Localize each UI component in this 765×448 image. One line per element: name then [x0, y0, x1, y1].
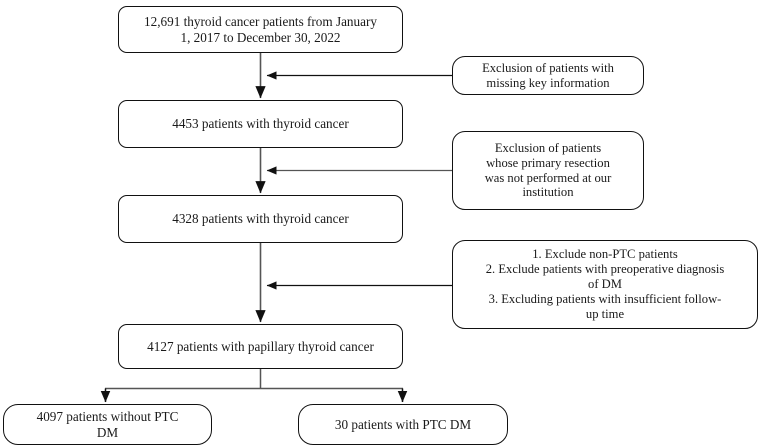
- node-group-without-ptc-dm-label: 4097 patients without PTC DM: [36, 408, 179, 440]
- node-cohort-initial-label: 12,691 thyroid cancer patients from Janu…: [144, 13, 377, 45]
- node-group-without-ptc-dm[interactable]: 4097 patients without PTC DM: [3, 404, 212, 445]
- node-group-with-ptc-dm-label: 30 patients with PTC DM: [334, 416, 472, 432]
- node-exclusion-criteria-list[interactable]: 1. Exclude non-PTC patients 2. Exclude p…: [452, 240, 758, 329]
- node-cohort-ptc[interactable]: 4127 patients with papillary thyroid can…: [118, 324, 403, 369]
- node-cohort-initial[interactable]: 12,691 thyroid cancer patients from Janu…: [118, 6, 403, 53]
- node-exclusion-missing-info[interactable]: Exclusion of patients with missing key i…: [452, 56, 644, 95]
- node-exclusion-criteria-list-label: 1. Exclude non-PTC patients 2. Exclude p…: [485, 247, 725, 321]
- node-cohort-after-missing-info-label: 4453 patients with thyroid cancer: [172, 116, 349, 132]
- node-cohort-ptc-label: 4127 patients with papillary thyroid can…: [147, 338, 374, 354]
- node-exclusion-resection-label: Exclusion of patients whose primary rese…: [484, 140, 612, 200]
- node-group-with-ptc-dm[interactable]: 30 patients with PTC DM: [298, 404, 508, 445]
- node-cohort-after-resection-label: 4328 patients with thyroid cancer: [172, 211, 349, 227]
- node-exclusion-missing-info-label: Exclusion of patients with missing key i…: [482, 60, 614, 90]
- node-cohort-after-resection[interactable]: 4328 patients with thyroid cancer: [118, 195, 403, 243]
- node-cohort-after-missing-info[interactable]: 4453 patients with thyroid cancer: [118, 100, 403, 148]
- node-exclusion-resection[interactable]: Exclusion of patients whose primary rese…: [452, 131, 644, 210]
